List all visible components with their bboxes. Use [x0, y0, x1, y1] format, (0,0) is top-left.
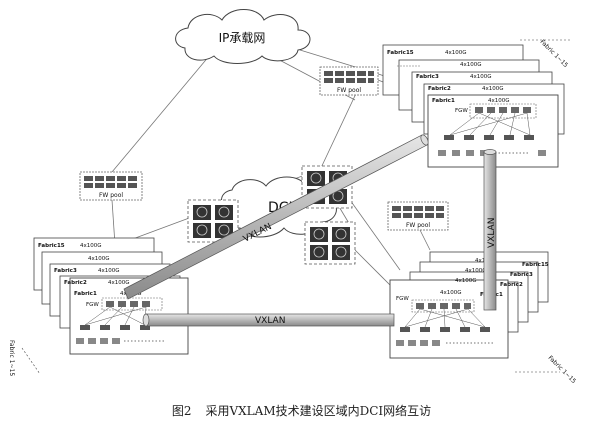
fabric-bandwidth: 4x100G: [470, 74, 492, 80]
vxlan-label: VXLAN: [255, 316, 285, 326]
fabric-bandwidth: 4x100G: [88, 256, 110, 262]
fw-pool-right: FW pool: [387, 201, 449, 231]
figure-caption: 图2 采用VXLAM技术建设区域内DCI网络互访: [0, 402, 603, 419]
vxlan-tunnel-vertical: VXLAN: [483, 149, 497, 311]
vxlan-tunnel-bottom: VXLAN: [142, 313, 395, 327]
fabric-label: Fabric3: [416, 74, 439, 80]
vxlan-tunnel-diagonal: VXLAN: [123, 134, 429, 300]
fabric-range-label: Fabric 1~15: [547, 354, 578, 385]
fabric-bandwidth: 4x100G: [98, 268, 120, 274]
fabric-range-label: Fabric 1~15: [8, 340, 15, 376]
fabric-label: Fabric2: [428, 86, 451, 92]
fabric-bandwidth: 4x100G: [488, 98, 510, 104]
fabric-stack-left: Fabric15 4x100G 4x100G Fabric3 4x100G Fa…: [8, 237, 189, 376]
fabric-bandwidth: 4x100G: [482, 86, 504, 92]
fabric-gateway-label: FGW: [396, 296, 409, 302]
fabric-label: Fabric2: [64, 280, 87, 286]
fabric-label: Fabric3: [510, 272, 533, 278]
fabric-label: Fabric15: [38, 243, 65, 249]
fw-pool-top: FW pool: [319, 66, 379, 96]
figure-caption-text: 采用VXLAM技术建设区域内DCI网络互访: [205, 404, 432, 418]
fabric-bandwidth: 4x100G: [440, 290, 462, 296]
fabric-stack-bottom-right: Fabric15 4x100G Fabric3 4x100G Fabric2 4…: [389, 251, 578, 385]
fabric-bandwidth: 4x100G: [455, 278, 477, 284]
fabric-label: Fabric1: [74, 291, 97, 297]
fabric-bandwidth: 4x100G: [465, 268, 487, 274]
fabric-bandwidth: 4x100G: [445, 50, 467, 56]
dci-router-group-bottom: [304, 221, 356, 265]
fabric-label: Fabric15: [387, 50, 414, 56]
fabric-label: Fabric2: [500, 282, 523, 288]
fabric-label: Fabric15: [522, 262, 549, 268]
fabric-range-label: Fabric 1~15: [539, 38, 570, 69]
fw-pool-label: FW pool: [406, 222, 430, 229]
fabric-bandwidth: 4x100G: [80, 243, 102, 249]
figure-number: 图2: [171, 404, 192, 418]
vxlan-label: VXLAN: [487, 218, 497, 248]
fabric-label: Fabric1: [432, 98, 455, 104]
fw-pool-label: FW pool: [99, 192, 123, 199]
fabric-bandwidth: 4x100G: [108, 280, 130, 286]
ip-cloud-label: IP承载网: [219, 31, 266, 45]
fabric-gateway-label: FGW: [86, 302, 99, 308]
fw-pool-label: FW pool: [337, 87, 361, 94]
fabric-label: Fabric3: [54, 268, 77, 274]
fabric-gateway-label: FGW: [455, 108, 468, 114]
ip-cloud: IP承载网: [175, 9, 311, 64]
fw-pool-left: FW pool: [79, 171, 143, 201]
fabric-bandwidth: 4x100G: [460, 62, 482, 68]
